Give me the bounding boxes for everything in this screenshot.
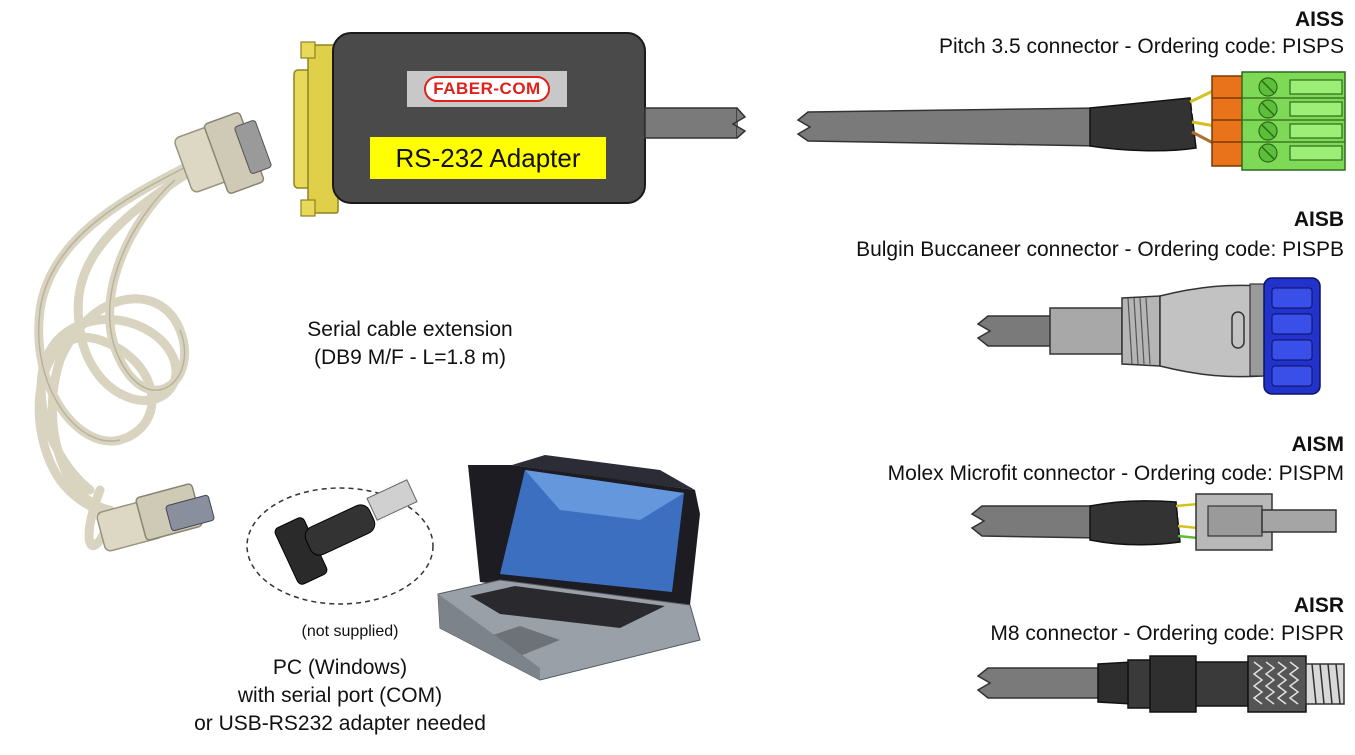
pc-caption-line2: with serial port (COM)	[237, 684, 443, 707]
rs232-adapter	[293, 32, 747, 217]
connector-code-aiss: AISS	[1294, 8, 1344, 31]
adapter-label: RS-232 Adapter	[370, 137, 606, 179]
db9-male-connector-top	[174, 112, 272, 194]
connector-desc-aiss: Pitch 3.5 connector - Ordering code: PIS…	[938, 35, 1344, 58]
connector-desc-aisr: M8 connector - Ordering code: PISPR	[990, 622, 1344, 645]
serial-cable-extension	[34, 160, 195, 551]
aism-molex-connector	[970, 493, 1337, 551]
connector-code-aisb: AISB	[1293, 208, 1344, 231]
brand-logo: FABER-COM	[407, 71, 567, 107]
connector-desc-aisb: Bulgin Buccaneer connector - Ordering co…	[856, 238, 1344, 261]
connector-code-aisr: AISR	[1293, 594, 1344, 617]
laptop-pc	[437, 455, 701, 681]
not-supplied-note: (not supplied)	[301, 623, 399, 640]
aisr-m8-connector	[976, 655, 1345, 713]
aisb-bulgin-connector	[976, 277, 1321, 395]
cable-extension-caption-line2: (DB9 M/F - L=1.8 m)	[314, 346, 506, 369]
pc-caption-line1: PC (Windows)	[272, 656, 408, 679]
pc-caption-line3: or USB-RS232 adapter needed	[194, 712, 486, 735]
brand-logo-text: FABER-COM	[424, 76, 550, 102]
usb-rs232-adapter	[246, 479, 434, 605]
aiss-pitch35-connector	[796, 71, 1346, 171]
db9-female-connector-bottom	[96, 483, 215, 552]
connector-desc-aism: Molex Microfit connector - Ordering code…	[887, 462, 1344, 485]
connector-code-aism: AISM	[1291, 433, 1345, 456]
cable-extension-caption-line1: Serial cable extension	[307, 318, 513, 341]
